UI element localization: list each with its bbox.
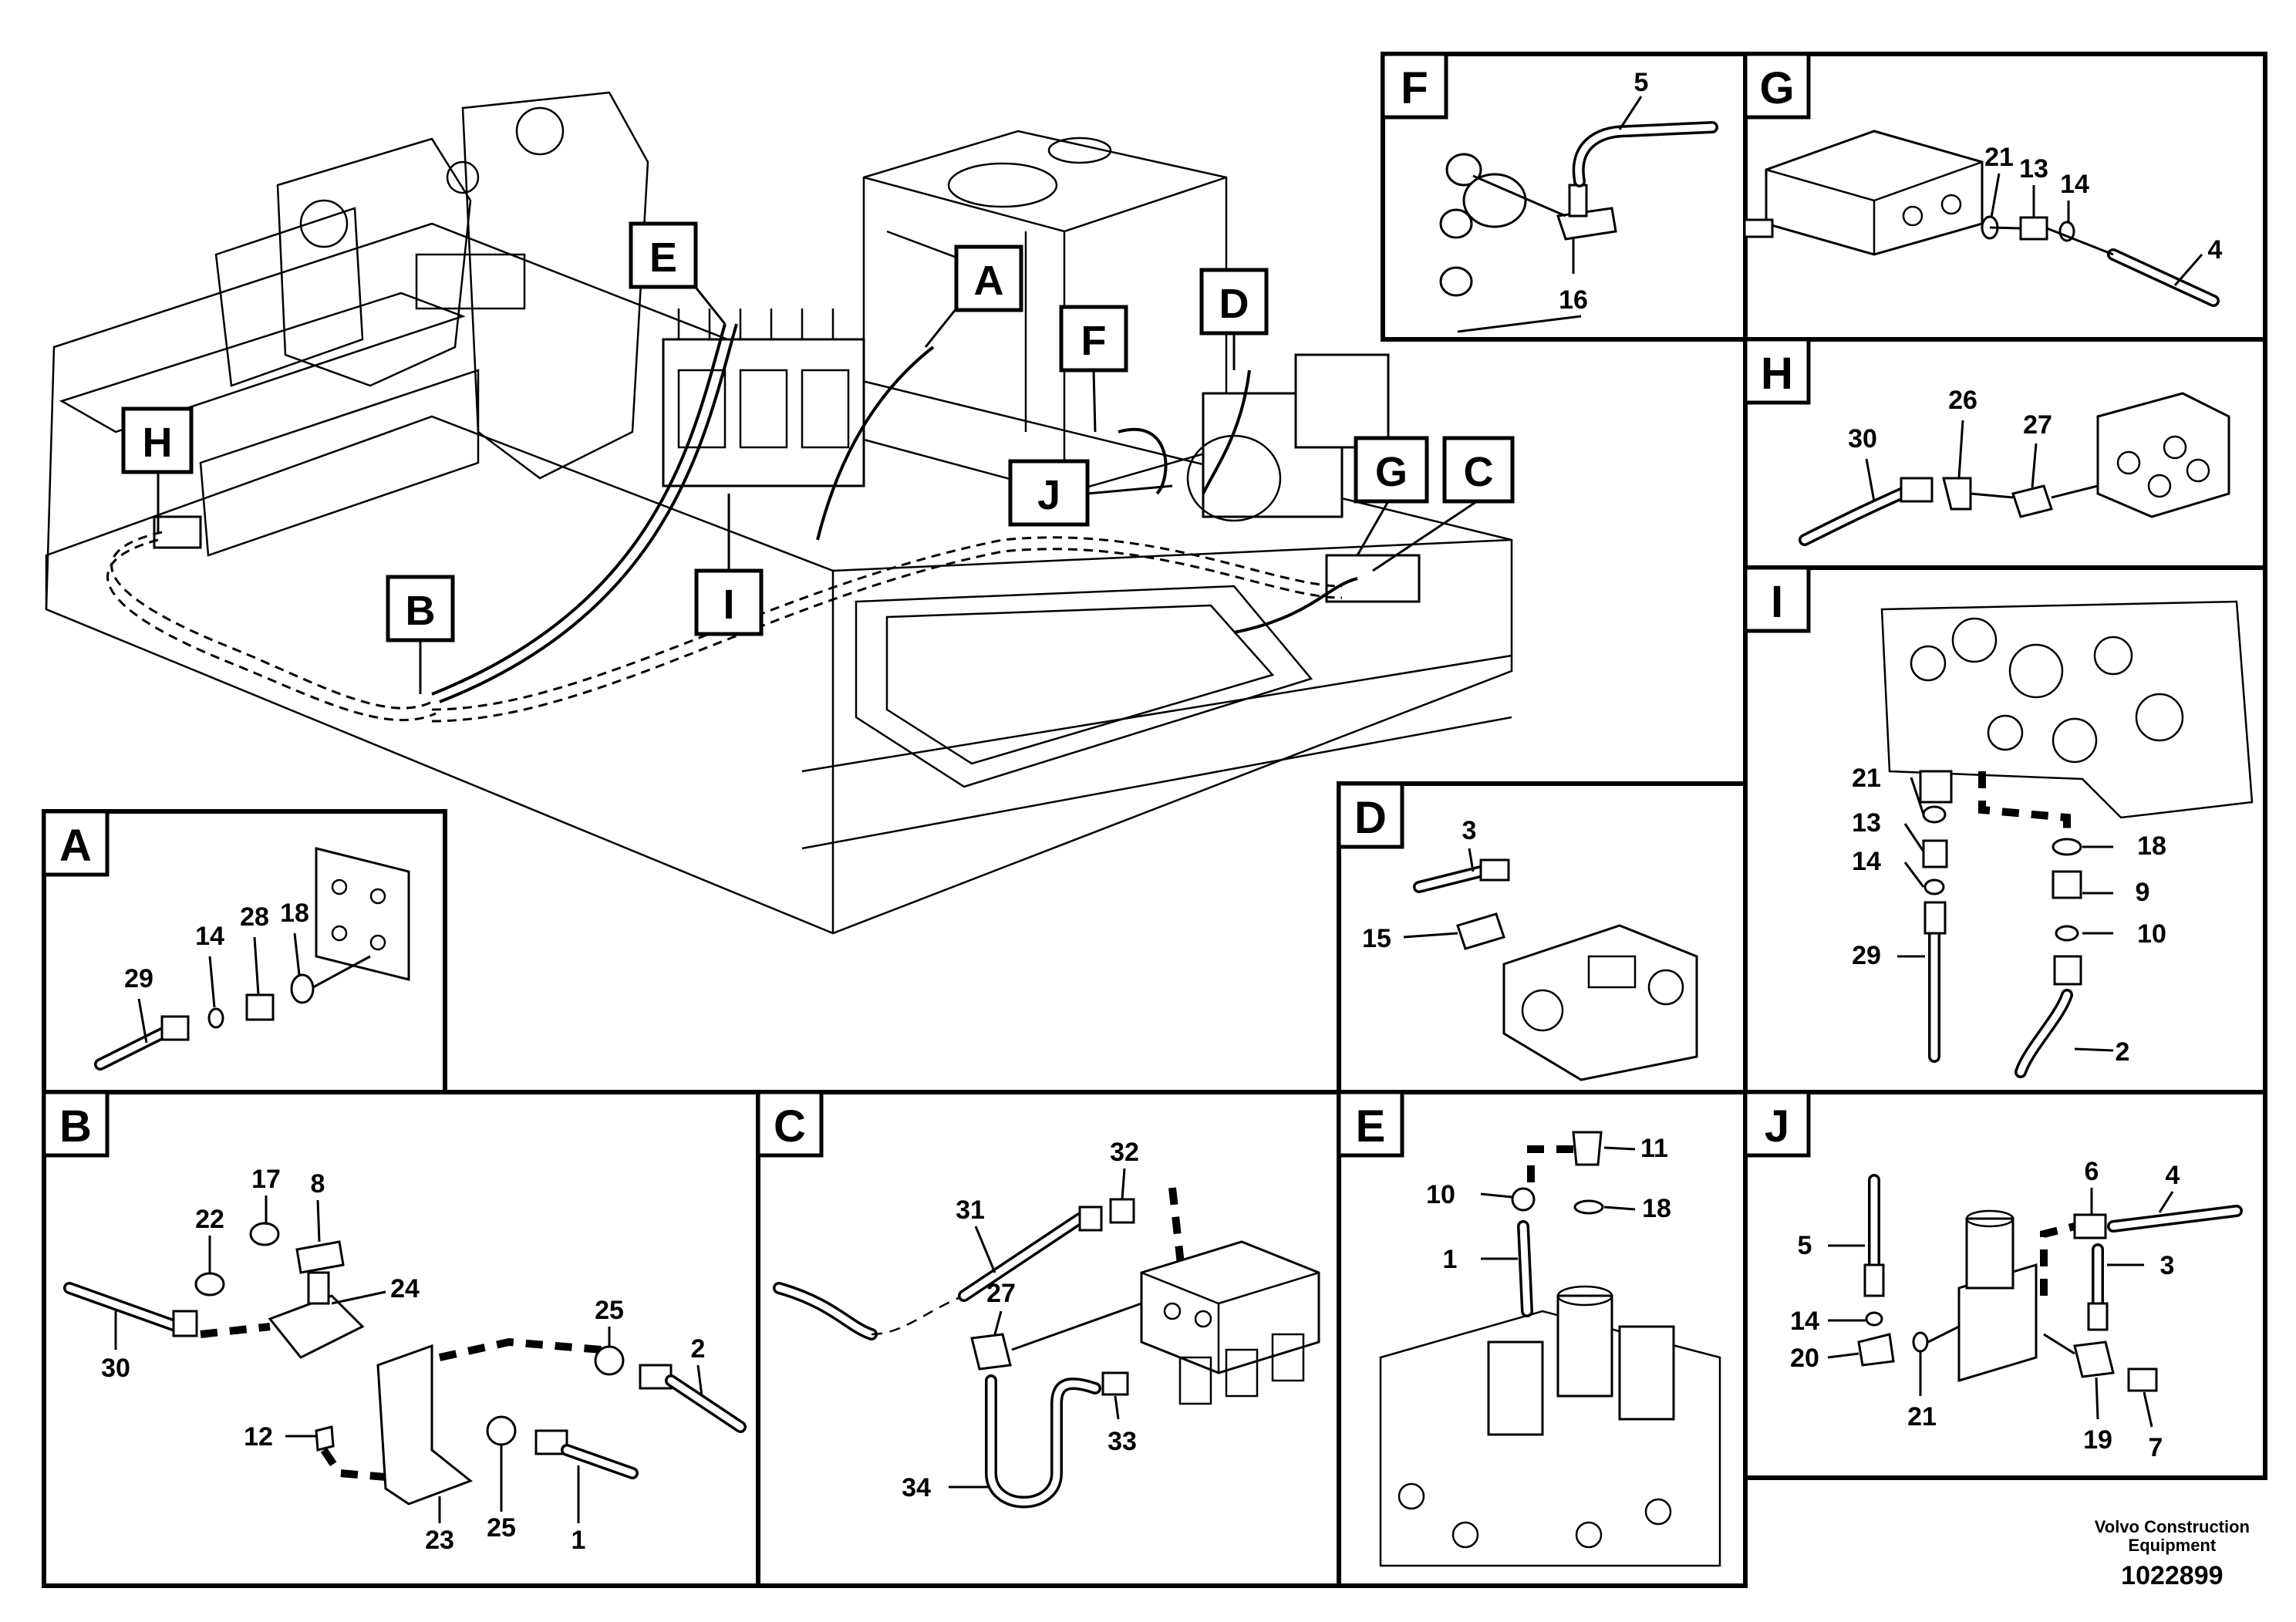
svg-text:25: 25 xyxy=(595,1296,624,1325)
svg-text:18: 18 xyxy=(280,899,309,928)
svg-text:E: E xyxy=(1356,1101,1386,1152)
callout-c: C xyxy=(1442,436,1515,504)
svg-text:I: I xyxy=(1771,577,1783,627)
svg-text:10: 10 xyxy=(2137,919,2166,949)
svg-text:4: 4 xyxy=(2166,1161,2180,1190)
callout-j: J xyxy=(1008,459,1090,527)
svg-text:19: 19 xyxy=(2083,1425,2112,1455)
svg-text:29: 29 xyxy=(1852,941,1881,970)
svg-text:7: 7 xyxy=(2149,1433,2163,1462)
svg-text:D: D xyxy=(1354,793,1387,843)
svg-text:B: B xyxy=(59,1101,92,1152)
svg-text:2: 2 xyxy=(2116,1037,2130,1067)
svg-text:D: D xyxy=(1219,281,1249,327)
callout-h: H xyxy=(121,406,194,474)
svg-text:28: 28 xyxy=(240,902,269,932)
svg-text:30: 30 xyxy=(1848,424,1877,454)
svg-text:21: 21 xyxy=(1852,764,1881,793)
svg-text:G: G xyxy=(1759,63,1794,113)
svg-text:H: H xyxy=(143,420,173,466)
svg-text:34: 34 xyxy=(902,1473,931,1502)
svg-text:A: A xyxy=(974,258,1004,304)
svg-text:31: 31 xyxy=(956,1195,985,1225)
panel-e: E 11 10 18 1 xyxy=(1337,1090,1748,1588)
svg-text:13: 13 xyxy=(1852,808,1881,838)
main-assembly-view: H B I E A F D J xyxy=(45,91,1515,935)
svg-text:18: 18 xyxy=(1642,1194,1671,1223)
svg-text:16: 16 xyxy=(1559,285,1588,315)
svg-text:14: 14 xyxy=(2060,170,2089,199)
panel-a: A 29 14 28 18 xyxy=(42,809,447,1094)
svg-text:1: 1 xyxy=(1443,1245,1458,1274)
panel-i: I 21 13 18 14 9 10 29 xyxy=(1743,565,2267,1094)
svg-text:F: F xyxy=(1401,63,1428,113)
svg-text:32: 32 xyxy=(1110,1138,1139,1167)
svg-text:9: 9 xyxy=(2136,878,2150,907)
svg-text:2: 2 xyxy=(691,1334,706,1364)
svg-text:I: I xyxy=(723,582,734,628)
svg-text:6: 6 xyxy=(2085,1157,2099,1186)
callout-i: I xyxy=(694,568,764,636)
svg-text:C: C xyxy=(1464,449,1494,495)
svg-text:14: 14 xyxy=(1790,1307,1819,1336)
svg-text:8: 8 xyxy=(311,1169,325,1199)
callout-a: A xyxy=(954,244,1023,312)
svg-text:21: 21 xyxy=(1984,143,2014,172)
svg-text:4: 4 xyxy=(2208,235,2223,265)
svg-text:30: 30 xyxy=(101,1354,130,1383)
svg-text:14: 14 xyxy=(195,922,224,951)
svg-text:3: 3 xyxy=(1462,816,1477,845)
panel-j: J 6 4 5 3 14 20 21 19 xyxy=(1743,1090,2267,1480)
callout-e: E xyxy=(629,221,698,289)
callout-g: G xyxy=(1354,436,1429,504)
svg-text:24: 24 xyxy=(390,1274,420,1303)
svg-text:12: 12 xyxy=(244,1422,273,1452)
svg-text:H: H xyxy=(1761,349,1793,399)
svg-text:F: F xyxy=(1081,318,1107,364)
svg-text:A: A xyxy=(59,821,92,871)
callout-d: D xyxy=(1199,268,1269,336)
svg-text:27: 27 xyxy=(986,1279,1016,1308)
svg-text:14: 14 xyxy=(1852,847,1881,876)
svg-text:E: E xyxy=(649,234,677,281)
svg-text:5: 5 xyxy=(1798,1231,1812,1260)
panel-c: C 32 31 27 33 34 xyxy=(756,1090,1341,1588)
svg-text:11: 11 xyxy=(1640,1134,1668,1163)
svg-text:13: 13 xyxy=(2019,154,2048,184)
svg-text:20: 20 xyxy=(1790,1344,1819,1373)
svg-text:3: 3 xyxy=(2160,1251,2175,1280)
svg-text:29: 29 xyxy=(124,964,153,993)
svg-text:23: 23 xyxy=(425,1526,454,1555)
svg-text:21: 21 xyxy=(1907,1402,1937,1431)
svg-text:G: G xyxy=(1375,449,1408,495)
brand-line-2: Equipment xyxy=(2128,1536,2217,1555)
panel-h: H 30 26 27 xyxy=(1743,337,2267,570)
panel-g: G 21 13 14 4 xyxy=(1743,52,2267,342)
svg-text:18: 18 xyxy=(2137,831,2166,861)
svg-text:22: 22 xyxy=(195,1205,224,1234)
svg-text:1: 1 xyxy=(571,1526,586,1555)
callout-b: B xyxy=(386,575,455,642)
svg-text:15: 15 xyxy=(1362,924,1391,953)
document-number: 1022899 xyxy=(2121,1561,2224,1590)
svg-text:J: J xyxy=(1765,1101,1789,1152)
panel-d: D 3 15 xyxy=(1337,781,1748,1094)
svg-text:27: 27 xyxy=(2023,410,2052,440)
svg-text:17: 17 xyxy=(251,1165,281,1194)
panel-f: F 5 16 xyxy=(1381,52,1748,342)
panel-b: B 17 8 22 24 30 xyxy=(42,1090,760,1588)
svg-text:26: 26 xyxy=(1948,386,1977,415)
svg-text:C: C xyxy=(774,1101,806,1152)
svg-text:25: 25 xyxy=(487,1513,516,1543)
svg-text:5: 5 xyxy=(1634,68,1649,97)
svg-text:33: 33 xyxy=(1108,1427,1137,1456)
callout-f: F xyxy=(1059,305,1128,373)
footer-brand-block: Volvo Construction Equipment 1022899 xyxy=(2095,1518,2250,1591)
svg-text:B: B xyxy=(406,588,436,634)
svg-text:J: J xyxy=(1037,472,1060,518)
svg-text:10: 10 xyxy=(1426,1180,1455,1209)
brand-line-1: Volvo Construction xyxy=(2094,1517,2250,1536)
